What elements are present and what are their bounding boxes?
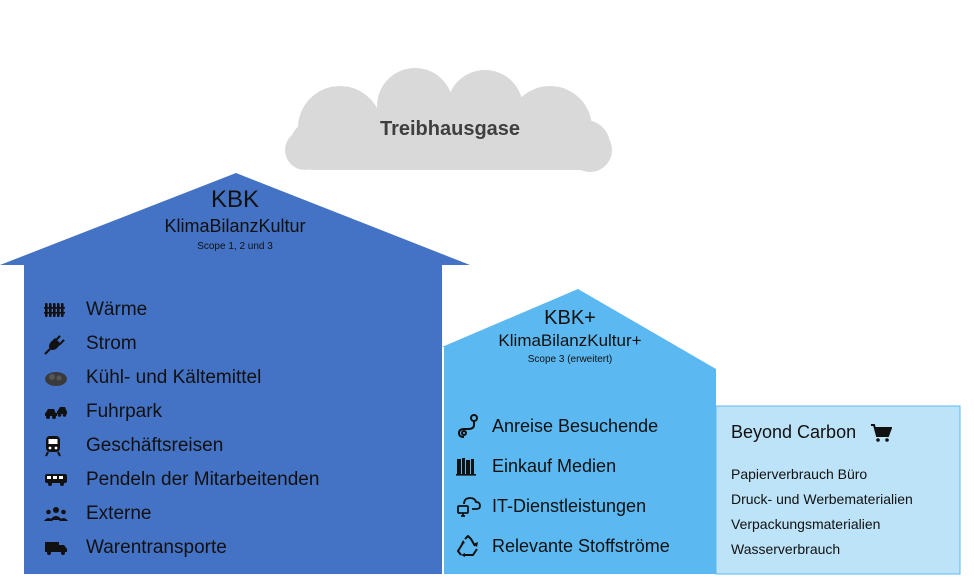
list-item-label: Wärme (86, 299, 148, 320)
recycle-icon (456, 533, 486, 559)
kbk-house-shape (0, 173, 470, 574)
kbk-plus-house-shape (442, 289, 716, 574)
kbk-plus-subtitle: KlimaBilanzKultur+ (498, 331, 642, 350)
cloud-label: Treibhausgase (379, 118, 521, 140)
kbk-scope: Scope 1, 2 und 3 (197, 241, 273, 252)
route-icon (456, 413, 486, 439)
list-item-label: Pendeln der Mitarbeitenden (86, 469, 320, 490)
list-item: Externe (44, 497, 319, 531)
books-icon (456, 453, 486, 479)
list-item: Relevante Stoffströme (456, 526, 670, 566)
radiator-icon (44, 299, 74, 321)
kbk-title: KBK (210, 186, 260, 213)
bus-icon (44, 469, 74, 491)
kbk-plus-title: KBK+ (544, 307, 596, 329)
truck-icon (44, 537, 74, 559)
beyond-carbon-item-list: Papierverbrauch Büro Druck- und Werbemat… (731, 462, 913, 562)
cloud-shape (285, 68, 612, 172)
list-item: Warentransporte (44, 531, 319, 565)
cart-icon (870, 423, 893, 443)
list-item: Fuhrpark (44, 395, 319, 429)
list-item-label: Relevante Stoffströme (492, 535, 670, 556)
people-icon (44, 503, 74, 525)
beyond-carbon-title: Beyond Carbon (731, 422, 857, 442)
vehicle-fleet-icon (44, 401, 74, 423)
coolant-icon (44, 367, 74, 389)
list-item: Pendeln der Mitarbeitenden (44, 463, 319, 497)
list-item-label: Kühl- und Kältemittel (86, 367, 262, 388)
list-item: Papierverbrauch Büro (731, 466, 868, 482)
list-item-label: Warentransporte (86, 537, 227, 558)
list-item: Strom (44, 327, 319, 361)
kbk-plus-item-list: Anreise Besuchende Einkauf Medien IT-Die… (456, 406, 670, 566)
list-item-label: IT-Dienstleistungen (492, 495, 647, 516)
list-item-label: Fuhrpark (86, 401, 163, 422)
kbk-plus-scope: Scope 3 (erweitert) (527, 354, 613, 365)
list-item-label: Externe (86, 503, 152, 524)
plug-icon (44, 333, 74, 355)
train-icon (44, 435, 74, 457)
beyond-carbon-box (715, 405, 961, 575)
list-item: Verpackungsmaterialien (731, 516, 881, 532)
list-item: Wasserverbrauch (731, 541, 841, 557)
list-item: Kühl- und Kältemittel (44, 361, 319, 395)
list-item: Geschäftsreisen (44, 429, 319, 463)
kbk-item-list: Wärme Strom Kühl- und Kältemittel Fuhrpa… (44, 293, 319, 565)
list-item: Anreise Besuchende (456, 406, 670, 446)
list-item-label: Anreise Besuchende (492, 415, 659, 436)
list-item: Wärme (44, 293, 319, 327)
list-item: IT-Dienstleistungen (456, 486, 670, 526)
kbk-plus-heading: KBK+ KlimaBilanzKultur+ Scope 3 (erweite… (470, 306, 670, 368)
list-item-label: Geschäftsreisen (86, 435, 224, 456)
list-item-label: Strom (86, 333, 137, 354)
list-item: Einkauf Medien (456, 446, 670, 486)
list-item-label: Einkauf Medien (492, 455, 617, 476)
kbk-subtitle: KlimaBilanzKultur (164, 216, 306, 236)
beyond-carbon-heading: Beyond Carbon (731, 422, 893, 443)
cloud-services-icon (456, 493, 486, 519)
list-item: Druck- und Werbematerialien (731, 491, 913, 507)
kbk-heading: KBK KlimaBilanzKultur Scope 1, 2 und 3 (140, 186, 330, 256)
